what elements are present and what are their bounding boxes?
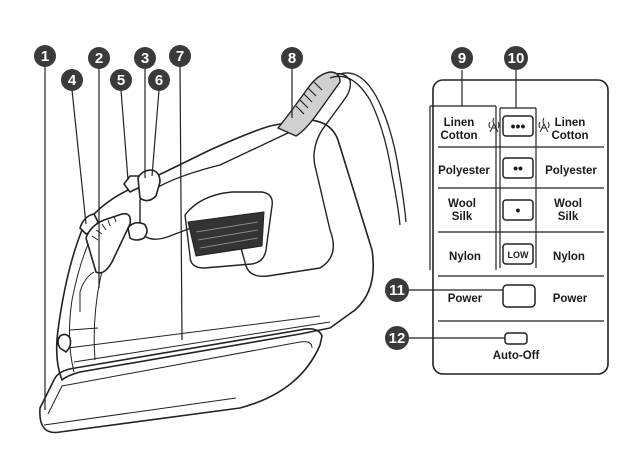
row1-right-line1: Linen: [555, 117, 586, 129]
handle-window: [184, 191, 273, 269]
svg-text:6: 6: [155, 72, 163, 89]
row3-right-line2: Silk: [558, 211, 579, 223]
svg-text:3: 3: [141, 50, 149, 67]
water-tank: [79, 271, 95, 312]
callout-9: 9: [451, 47, 473, 69]
power-cord: [329, 75, 401, 226]
callout-5: 5: [110, 69, 132, 91]
power-left-label: Power: [448, 293, 483, 305]
row3-right-line1: Wool: [554, 198, 582, 210]
setting-button-medium-label: •: [516, 202, 521, 218]
row3-left-line2: Silk: [452, 211, 473, 223]
row1-left-line2: Cotton: [440, 130, 477, 142]
row2-left: Polyester: [438, 165, 490, 177]
setting-button-medium[interactable]: [502, 199, 534, 221]
row4-right: Nylon: [553, 251, 585, 263]
callout-6: 6: [148, 69, 170, 91]
svg-text:8: 8: [288, 50, 296, 67]
side-knob: [127, 221, 148, 241]
callout-8: 8: [281, 47, 303, 69]
power-button[interactable]: [502, 284, 536, 308]
auto-off-indicator: [504, 332, 528, 345]
setting-button-low-label: LOW: [508, 250, 529, 260]
setting-button-high[interactable]: [502, 115, 534, 137]
row4-left: Nylon: [449, 251, 481, 263]
svg-text:11: 11: [389, 282, 405, 299]
svg-text:12: 12: [389, 330, 406, 347]
svg-text:7: 7: [176, 48, 184, 65]
svg-text:9: 9: [458, 50, 466, 67]
power-right-label: Power: [553, 293, 588, 305]
setting-button-medium-high-label: ••: [513, 160, 523, 176]
auto-off-label: Auto-Off: [493, 350, 540, 362]
setting-button-medium-high[interactable]: [502, 157, 534, 179]
panel-outline: [432, 79, 609, 375]
callout-12: 12: [385, 326, 409, 350]
setting-button-low[interactable]: [502, 243, 534, 265]
callout-4: 4: [61, 69, 83, 91]
row3-left-line1: Wool: [448, 198, 476, 210]
steam-icon: [488, 117, 550, 133]
iron-body: [39, 71, 407, 434]
cord-guard: [277, 71, 341, 137]
power-cord: [339, 72, 407, 223]
svg-text:1: 1: [41, 48, 49, 65]
callout-1: 1: [34, 45, 56, 67]
water-fill-door: [57, 333, 72, 353]
callout-7: 7: [169, 45, 191, 67]
callout-10: 10: [504, 46, 528, 70]
svg-text:10: 10: [508, 50, 525, 67]
soleplate: [39, 328, 323, 434]
row1-left-line1: Linen: [444, 117, 475, 129]
setting-button-high-label: •••: [511, 118, 526, 134]
control-panel: Linen Cotton ••• Linen Cotton Polyester …: [405, 70, 609, 375]
callout-2: 2: [88, 47, 110, 69]
row1-right-line2: Cotton: [551, 130, 588, 142]
temperature-dial: [85, 212, 132, 274]
steam-burst-button: [137, 169, 161, 202]
callout-11: 11: [385, 278, 409, 302]
callout-3: 3: [134, 47, 156, 69]
svg-text:4: 4: [68, 72, 77, 89]
callout-leaders: [44, 65, 293, 410]
svg-text:2: 2: [95, 50, 103, 67]
row2-right: Polyester: [545, 165, 597, 177]
callout-badges: 1 2 3 4 5 6 7 8: [34, 45, 528, 350]
svg-text:5: 5: [117, 72, 125, 89]
iron-housing: [55, 119, 375, 381]
